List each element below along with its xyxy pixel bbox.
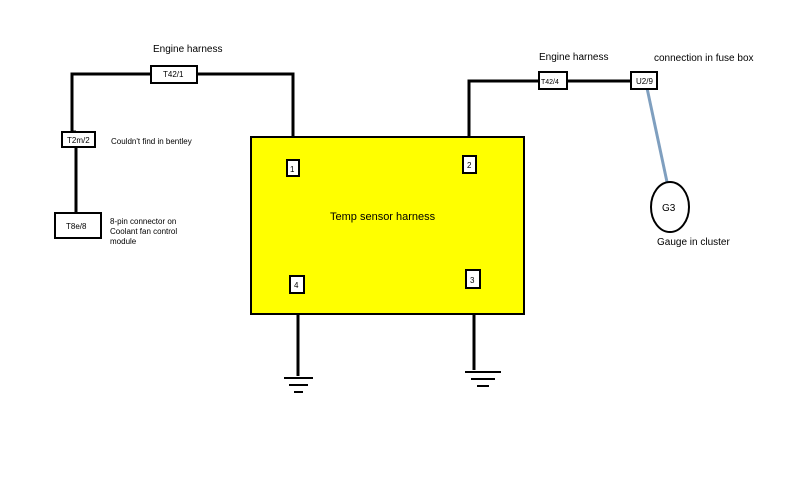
gauge-g3-circle [650, 181, 690, 233]
fan-module-label-line2: Coolant fan control [110, 227, 177, 236]
connector-t2m-2-label: T2m/2 [67, 136, 90, 145]
gauge-in-cluster-label: Gauge in cluster [657, 237, 730, 248]
engine-harness-left-label: Engine harness [153, 44, 223, 55]
fan-module-label-line3: module [110, 237, 137, 246]
wire-t42-1-to-pin1 [197, 72, 295, 160]
pin-2-box [462, 155, 477, 174]
couldnt-find-label: Couldn't find in bentley [111, 137, 192, 146]
fan-module-label-line1: 8-pin connector on [110, 217, 176, 226]
fuse-box-connection-label: connection in fuse box [654, 53, 754, 64]
pin-4-label: 4 [294, 281, 299, 290]
connector-t42-4-label: T42/4 [541, 79, 559, 86]
ground-symbol-right [465, 371, 501, 387]
connector-t42-1-box [150, 65, 198, 84]
temp-sensor-harness-label: Temp sensor harness [330, 211, 436, 223]
connector-t8e-8-box [54, 212, 102, 239]
pin-2-label: 2 [467, 161, 472, 170]
pin-4-box [289, 275, 305, 294]
connector-t42-1-label: T42/1 [163, 70, 184, 79]
gauge-g3-label: G3 [662, 203, 676, 214]
ground-symbol-left [284, 377, 313, 393]
connector-t42-4-box [538, 71, 568, 90]
wire-t2m2-to-t42-1 [70, 72, 151, 134]
engine-harness-right-label: Engine harness [539, 52, 609, 63]
wire-u2-9-to-g3 [645, 87, 669, 183]
pin-1-box [286, 159, 300, 177]
pin-3-label: 3 [470, 276, 475, 285]
connector-t8e-8-label: T8e/8 [66, 222, 87, 231]
wire-pin2-to-t42-4 [467, 79, 539, 156]
connector-u2-9-box [630, 71, 658, 90]
connector-u2-9-label: U2/9 [636, 77, 653, 86]
connector-t2m-2-box [61, 131, 96, 148]
pin-3-box [465, 269, 481, 289]
pin-1-label: 1 [290, 165, 295, 174]
